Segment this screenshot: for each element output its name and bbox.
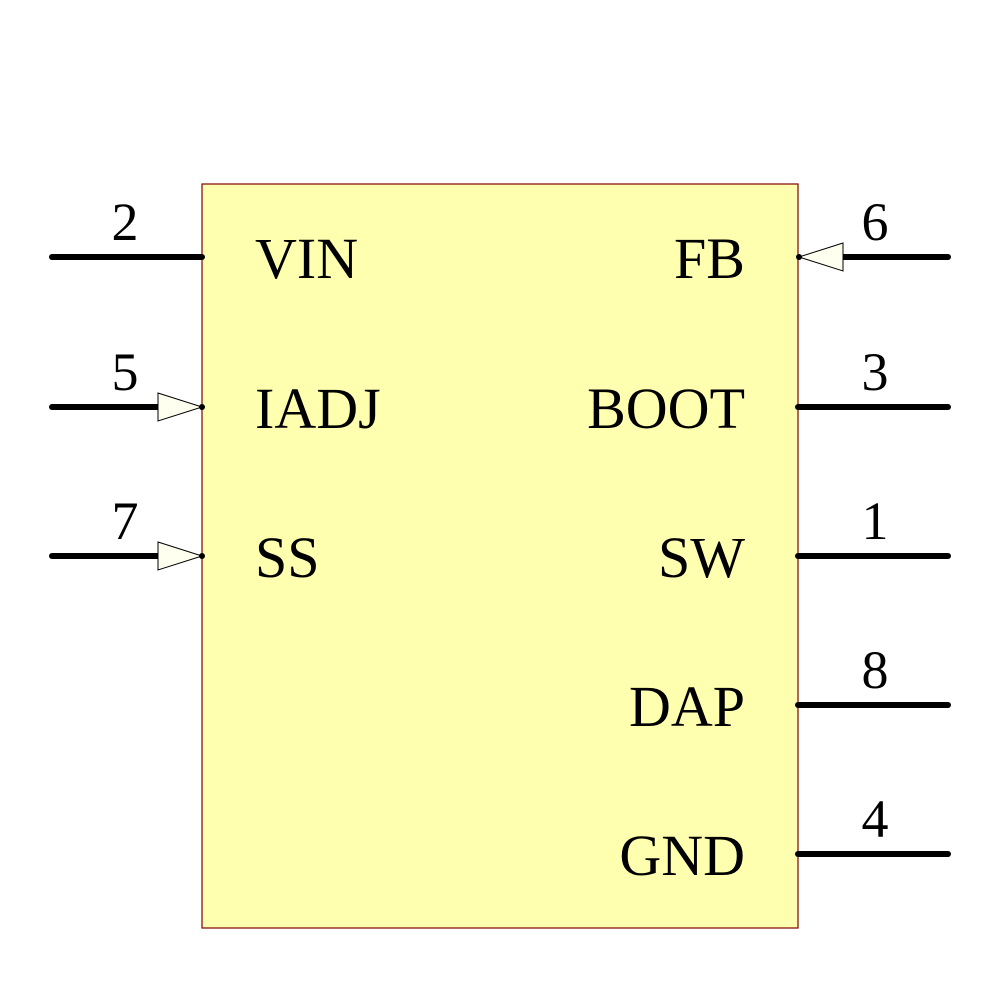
pin-number: 8: [862, 640, 889, 700]
pin-8-dap[interactable]: 8 DAP: [629, 640, 951, 739]
pin-label: SW: [658, 525, 745, 590]
input-arrow-icon: [157, 541, 204, 571]
pin-number: 2: [112, 192, 139, 252]
pin-number: 4: [862, 789, 889, 849]
pin-2-vin[interactable]: 2 VIN: [49, 192, 358, 291]
pin-number: 1: [862, 491, 889, 551]
pin-label: GND: [619, 823, 745, 888]
pin-5-iadj[interactable]: 5 IADJ: [49, 342, 381, 441]
pin-6-fb[interactable]: 6 FB: [674, 192, 951, 291]
pin-4-gnd[interactable]: 4 GND: [619, 789, 951, 888]
pin-1-sw[interactable]: 1 SW: [658, 491, 951, 590]
component-body[interactable]: [201, 183, 799, 929]
pin-7-ss[interactable]: 7 SS: [49, 491, 320, 590]
pin-label: IADJ: [255, 376, 381, 441]
pin-endpoint: [199, 553, 205, 559]
pin-label: VIN: [255, 226, 358, 291]
pin-number: 5: [112, 342, 139, 402]
pin-3-boot[interactable]: 3 BOOT: [587, 342, 951, 441]
input-arrow-icon: [797, 242, 844, 272]
pin-endpoint: [796, 254, 802, 260]
pin-number: 3: [862, 342, 889, 402]
pin-number: 6: [862, 192, 889, 252]
pin-label: FB: [674, 226, 745, 291]
pin-label: SS: [255, 525, 320, 590]
pin-number: 7: [112, 491, 139, 551]
pin-endpoint: [199, 404, 205, 410]
pin-label: DAP: [629, 674, 745, 739]
pin-label: BOOT: [587, 376, 745, 441]
input-arrow-icon: [157, 392, 204, 422]
